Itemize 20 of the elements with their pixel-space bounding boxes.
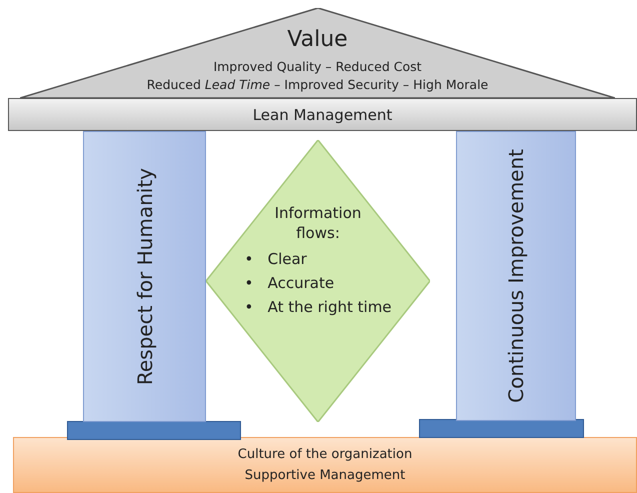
value-text: Improved Quality – Reduced Cost (213, 58, 422, 76)
decision-diamond (206, 140, 430, 422)
roof-title: Value (287, 27, 348, 52)
foundation-label: Supportive Management (244, 467, 406, 485)
bullet-item: • Clear (244, 249, 308, 270)
pillar-base (419, 419, 584, 438)
foundation-label: Culture of the organization (238, 446, 412, 464)
foundation-bar (13, 437, 637, 493)
pillar (456, 131, 576, 421)
pillar-label: Respect for Humanity (132, 168, 158, 386)
beam-label: Lean Management (252, 106, 392, 124)
pillar-label: Continuous Improvement (503, 149, 529, 403)
beam-bar (8, 98, 637, 131)
value-text: Reduced Lead Time – Improved Security – High Morale (146, 76, 488, 94)
pillar (83, 131, 206, 422)
bullet-item: • Accurate (244, 273, 336, 294)
pillar-base (67, 421, 241, 440)
diamond-heading: Information flows: (274, 203, 362, 243)
roof-triangle (20, 8, 615, 98)
bullet-item: • At the right time (244, 297, 392, 318)
